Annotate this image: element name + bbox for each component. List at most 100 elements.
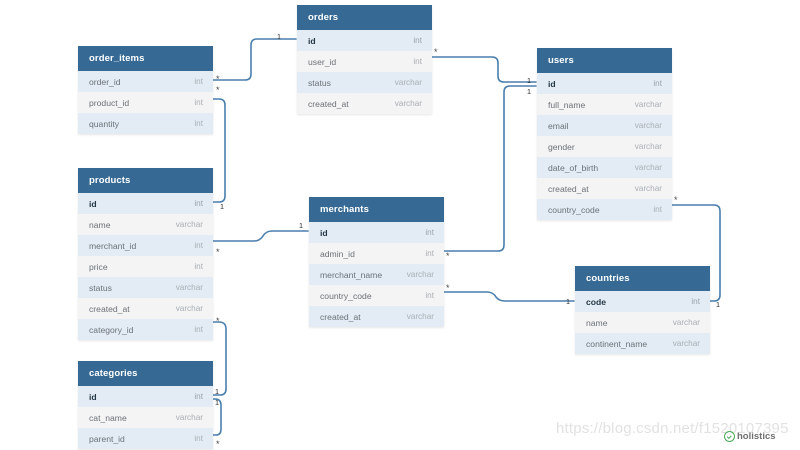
cardinality-label: * — [434, 47, 438, 57]
column-name: id — [308, 35, 316, 46]
column-name: cat_name — [89, 412, 127, 423]
column-name: id — [89, 198, 97, 209]
column-type: varchar — [175, 220, 203, 229]
column-name: id — [89, 391, 97, 402]
column-type: int — [425, 228, 434, 237]
column-name: order_id — [89, 76, 121, 87]
column-name: email — [548, 120, 569, 131]
cardinality-label: * — [216, 74, 220, 84]
column-row[interactable]: created_at varchar — [537, 178, 672, 199]
column-row[interactable]: id int — [78, 193, 213, 214]
column-type: int — [194, 262, 203, 271]
column-name: country_code — [320, 290, 372, 301]
cardinality-label: 1 — [299, 221, 303, 230]
table-header-products: products — [78, 168, 213, 193]
column-type: varchar — [634, 163, 662, 172]
column-name: name — [89, 219, 111, 230]
check-circle-icon — [724, 431, 735, 442]
column-name: created_at — [548, 183, 589, 194]
column-row[interactable]: name varchar — [78, 214, 213, 235]
column-name: id — [548, 78, 556, 89]
cardinality-label: * — [446, 283, 450, 293]
cardinality-label: 1 — [277, 32, 281, 41]
table-header-orders: orders — [297, 5, 432, 30]
cardinality-label: * — [216, 316, 220, 326]
column-row[interactable]: product_id int — [78, 92, 213, 113]
column-name: date_of_birth — [548, 162, 599, 173]
column-name: status — [308, 77, 331, 88]
column-type: int — [194, 199, 203, 208]
column-row[interactable]: id int — [297, 30, 432, 51]
table-header-order_items: order_items — [78, 46, 213, 71]
column-type: varchar — [634, 121, 662, 130]
column-row[interactable]: id int — [78, 386, 213, 407]
column-type: varchar — [634, 184, 662, 193]
column-type: varchar — [406, 270, 434, 279]
column-name: parent_id — [89, 433, 125, 444]
column-name: product_id — [89, 97, 130, 108]
cardinality-label: * — [216, 85, 220, 95]
column-type: int — [194, 325, 203, 334]
table-header-users: users — [537, 48, 672, 73]
cardinality-label: 1 — [215, 387, 219, 396]
column-row[interactable]: email varchar — [537, 115, 672, 136]
cardinality-label: * — [674, 195, 678, 205]
wire-merchants-countries — [443, 291, 575, 302]
wire-orders-users — [431, 56, 537, 83]
cardinality-label: 1 — [716, 300, 720, 309]
column-type: int — [691, 297, 700, 306]
column-name: country_code — [548, 204, 600, 215]
table-header-categories: categories — [78, 361, 213, 386]
column-row[interactable]: created_at varchar — [309, 306, 444, 327]
wire-products-categories — [212, 321, 227, 396]
column-type: varchar — [406, 312, 434, 321]
cardinality-label: 1 — [527, 87, 531, 96]
column-type: int — [194, 98, 203, 107]
column-row[interactable]: cat_name varchar — [78, 407, 213, 428]
column-name: created_at — [320, 311, 361, 322]
column-type: int — [413, 36, 422, 45]
cardinality-label: 1 — [215, 398, 219, 407]
column-type: varchar — [634, 100, 662, 109]
holistics-logo: holistics — [724, 431, 776, 442]
cardinality-label: 1 — [566, 297, 570, 306]
column-name: merchant_id — [89, 240, 137, 251]
column-row[interactable]: date_of_birth varchar — [537, 157, 672, 178]
column-name: admin_id — [320, 248, 355, 259]
column-type: varchar — [175, 413, 203, 422]
wire-products-merchants — [212, 230, 309, 242]
column-type: int — [194, 392, 203, 401]
column-row[interactable]: status varchar — [297, 72, 432, 93]
column-row[interactable]: order_id int — [78, 71, 213, 92]
column-type: int — [194, 77, 203, 86]
column-type: varchar — [394, 78, 422, 87]
